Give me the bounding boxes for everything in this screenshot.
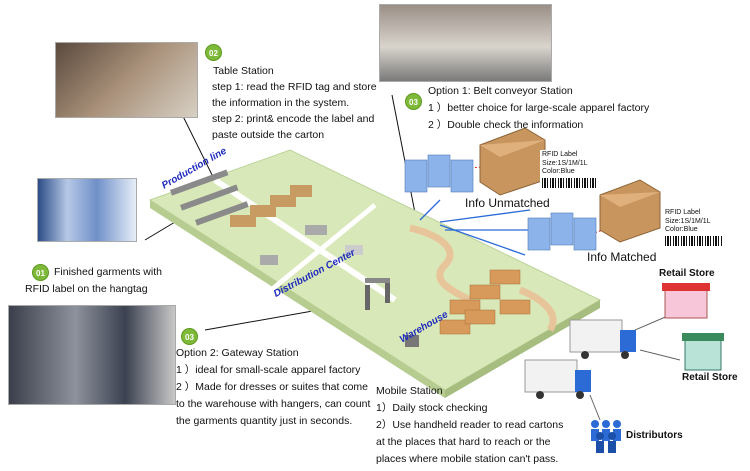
belt-conveyor <box>409 224 472 304</box>
step-badge-table: 02 <box>205 44 222 61</box>
shirt-stack-matched <box>527 212 597 251</box>
mobile-station-text-1: 1）Daily stock checking <box>376 402 488 414</box>
truck-1 <box>569 319 636 359</box>
floor-edge-right <box>445 300 600 398</box>
rfid-label-bottom-line-1: RFID Label <box>665 209 701 216</box>
retail-store-icon-2 <box>682 333 724 371</box>
step-badge-gateway: 03 <box>181 328 198 345</box>
gateway-station-text-4: the garments quantity just in seconds. <box>176 415 353 427</box>
barcode-top <box>542 177 598 188</box>
table-station-title: Table Station <box>213 65 274 77</box>
gateway-arch <box>365 278 390 310</box>
mobile-station-cart <box>405 335 419 347</box>
rfid-label-card-bottom: RFID Label Size:1S/1M/1L Color:Blue <box>663 208 725 247</box>
carton-unmatched <box>479 127 546 196</box>
belt-station-text-2: 2 ）Double check the information <box>428 119 584 131</box>
warehouse-cartons <box>439 269 531 335</box>
belt-station-title: Option 1: Belt conveyor Station <box>428 85 573 97</box>
mobile-station-title: Mobile Station <box>376 385 443 397</box>
mobile-station-text-3: at the places that hard to reach or the <box>376 436 551 448</box>
delivery-arrows <box>589 314 681 421</box>
retail-store-label-1: Retail Store <box>659 268 715 279</box>
info-unmatched-text: Info Unmatched <box>465 196 550 210</box>
retail-store-icon-1 <box>662 283 710 319</box>
belt-station-text-1: 1 ）better choice for large-scale apparel… <box>428 102 650 114</box>
rfid-label-card-top: RFID Label Size:1S/1M/1L Color:Blue <box>540 150 600 189</box>
belt-conveyor-2 <box>518 286 557 332</box>
rfid-label-top-line-2: Size:1S/1M/1L <box>542 159 588 167</box>
retail-store-label-2: Retail Store <box>682 372 738 383</box>
connector-line-belt <box>391 94 417 219</box>
rfid-label-top-line-1: RFID Label <box>542 151 578 158</box>
table-station-text-3: step 2: print& encode the label and <box>212 113 375 125</box>
mobile-station-text-4: places where mobile station can't pass. <box>376 453 559 465</box>
gateway-station-text-3: to the warehouse with hangers, can count <box>176 398 371 410</box>
distribution-shelves <box>230 185 363 265</box>
info-arrows <box>419 199 535 256</box>
mobile-station-text-2: 2）Use handheld reader to read cartons <box>376 419 564 431</box>
distributors-label: Distributors <box>626 430 683 441</box>
production-racks <box>170 169 249 226</box>
distributors-icon <box>591 420 621 453</box>
belt-station-photo <box>379 4 552 82</box>
shirt-stack-unmatched <box>404 154 474 193</box>
carton-matched <box>599 179 661 243</box>
gateway-station-photo <box>8 305 176 405</box>
truck-2 <box>524 359 591 399</box>
finished-garments-photo <box>37 178 137 242</box>
floor-edge-left <box>150 200 445 398</box>
zone-divider-2 <box>263 203 377 297</box>
rfid-label-top-line-3: Color:Blue <box>542 168 575 175</box>
gateway-station-title: Option 2: Gateway Station <box>176 347 299 359</box>
finished-text-1: Finished garments with <box>54 266 162 278</box>
rfid-label-bottom-line-3: Color:Blue <box>665 226 698 233</box>
info-matched-text: Info Matched <box>587 250 657 264</box>
gateway-station-text-2: 2 ）Made for dresses or suites that come <box>176 381 368 393</box>
table-station-text-2: the information in the system. <box>212 97 350 109</box>
table-station-photo <box>55 42 198 118</box>
rfid-label-bottom-line-2: Size:1S/1M/1L <box>665 217 711 225</box>
finished-text-2: RFID label on the hangtag <box>25 283 148 295</box>
step-badge-finished: 01 <box>32 264 49 281</box>
barcode-bottom <box>665 235 723 246</box>
table-station-text-1: step 1: read the RFID tag and store <box>212 81 377 93</box>
gateway-station-text-1: 1 ）ideal for small-scale apparel factory <box>176 364 361 376</box>
step-badge-belt: 03 <box>405 93 422 110</box>
table-station-text-4: paste outside the carton <box>212 129 325 141</box>
